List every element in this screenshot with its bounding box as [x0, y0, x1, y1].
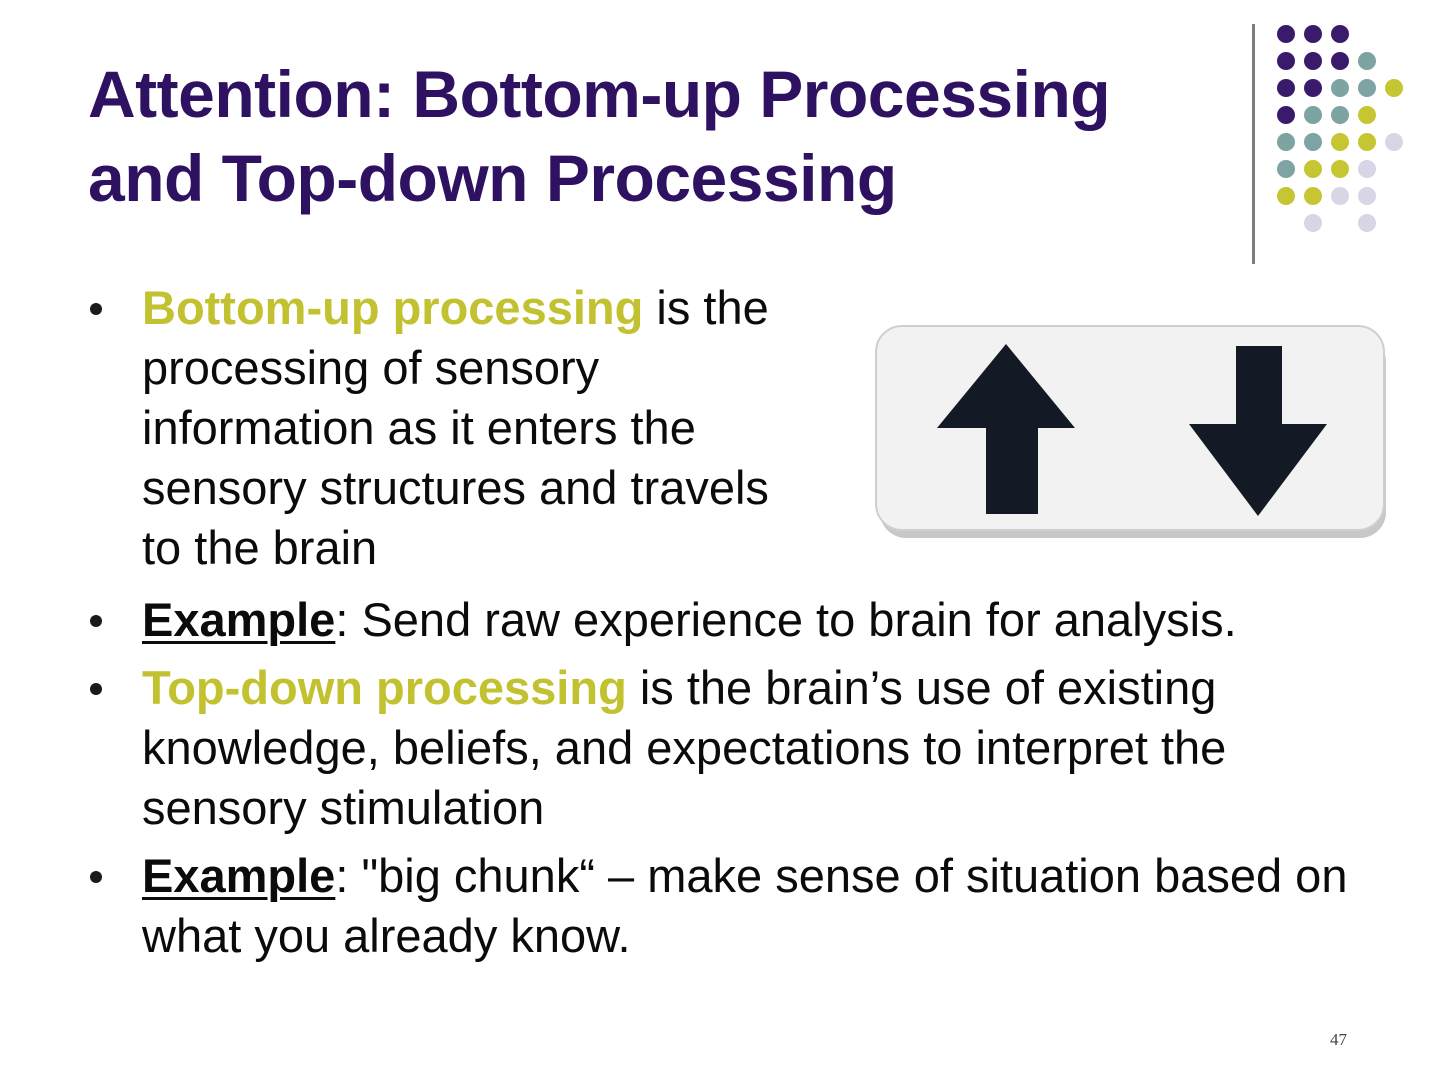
decorative-dot — [1358, 214, 1376, 232]
decorative-dot — [1358, 187, 1376, 205]
example-text: : Send raw experience to brain for analy… — [335, 593, 1237, 646]
decorative-dot — [1304, 79, 1322, 97]
decorative-dot — [1331, 52, 1349, 70]
decorative-dot — [1385, 79, 1403, 97]
title-divider — [1252, 24, 1255, 264]
bullet-icon — [90, 871, 102, 883]
bullet-icon — [90, 683, 102, 695]
decorative-dot — [1304, 25, 1322, 43]
definition-top-down: is the brain’s use of existing knowledge… — [142, 661, 1227, 834]
bullet-example-1: Example: Send raw experience to brain fo… — [88, 590, 1368, 650]
title-line-1: Attention: Bottom-up Processing — [88, 57, 1111, 131]
decorative-dot — [1304, 133, 1322, 151]
example-label: Example — [142, 849, 336, 902]
term-top-down: Top-down processing — [142, 661, 627, 714]
decorative-dot — [1331, 106, 1349, 124]
decorative-dot — [1331, 187, 1349, 205]
decorative-dot — [1358, 106, 1376, 124]
bullet-bottom-up: Bottom-up processing is the processing o… — [88, 278, 802, 578]
term-bottom-up: Bottom-up processing — [142, 281, 644, 334]
decorative-dot — [1331, 133, 1349, 151]
decorative-dot — [1358, 79, 1376, 97]
example-text: : "big chunk“ – make sense of situation … — [142, 849, 1348, 962]
decorative-dot — [1385, 133, 1403, 151]
decorative-dot — [1304, 187, 1322, 205]
bullet-list: Bottom-up processing is the processing o… — [88, 278, 1368, 966]
decorative-dot — [1331, 79, 1349, 97]
decorative-dot — [1358, 52, 1376, 70]
example-label: Example — [142, 593, 336, 646]
decorative-dot — [1277, 52, 1295, 70]
decorative-dot — [1277, 160, 1295, 178]
decorative-dot — [1277, 133, 1295, 151]
bullet-icon — [90, 303, 102, 315]
slide-title: Attention: Bottom-up Processing and Top-… — [88, 52, 1228, 220]
decorative-dot — [1358, 160, 1376, 178]
page-number: 47 — [1330, 1030, 1347, 1049]
decorative-dot — [1331, 25, 1349, 43]
decorative-dot — [1358, 133, 1376, 151]
decorative-dot — [1304, 160, 1322, 178]
decorative-dot — [1277, 79, 1295, 97]
bullet-example-2: Example: "big chunk“ – make sense of sit… — [88, 846, 1368, 966]
decorative-dot — [1277, 187, 1295, 205]
arrow-up-icon — [937, 344, 1075, 514]
decorative-dot — [1277, 106, 1295, 124]
decorative-dot-grid-icon — [1272, 16, 1422, 236]
arrow-down-icon — [1189, 346, 1327, 516]
decorative-dot — [1304, 106, 1322, 124]
decorative-dot — [1304, 214, 1322, 232]
up-down-arrows-sign — [872, 322, 1388, 540]
bullet-top-down: Top-down processing is the brain’s use o… — [88, 658, 1368, 838]
decorative-dot — [1331, 160, 1349, 178]
decorative-dot — [1304, 52, 1322, 70]
decorative-dot — [1277, 25, 1295, 43]
bullet-icon — [90, 615, 102, 627]
definition-bottom-up: is the processing of sensory information… — [142, 281, 769, 574]
title-line-2: and Top-down Processing — [88, 141, 897, 215]
